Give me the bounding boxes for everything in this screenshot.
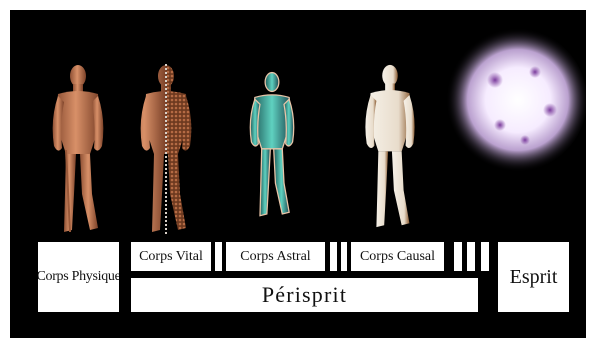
vital-body-figure: [126, 62, 206, 237]
separator-bar: [467, 242, 475, 271]
esprit-light-orb: [440, 10, 586, 180]
physical-body-figure: [38, 62, 118, 237]
diagram-canvas: Corps Physique Corps Vital Corps Astral …: [10, 10, 586, 338]
separator-bar: [330, 242, 337, 271]
separator-bar: [215, 242, 222, 271]
astral-body-figure: [236, 70, 308, 220]
label-corps-physique: Corps Physique: [38, 242, 119, 312]
label-corps-vital: Corps Vital: [131, 242, 211, 271]
label-corps-causal: Corps Causal: [351, 242, 444, 271]
separator-bar: [454, 242, 462, 271]
label-perisprit: Périsprit: [131, 278, 478, 312]
separator-bar: [341, 242, 347, 271]
separator-bar: [481, 242, 489, 271]
label-corps-astral: Corps Astral: [226, 242, 325, 271]
causal-body-figure: [350, 62, 430, 232]
label-esprit: Esprit: [498, 242, 569, 312]
